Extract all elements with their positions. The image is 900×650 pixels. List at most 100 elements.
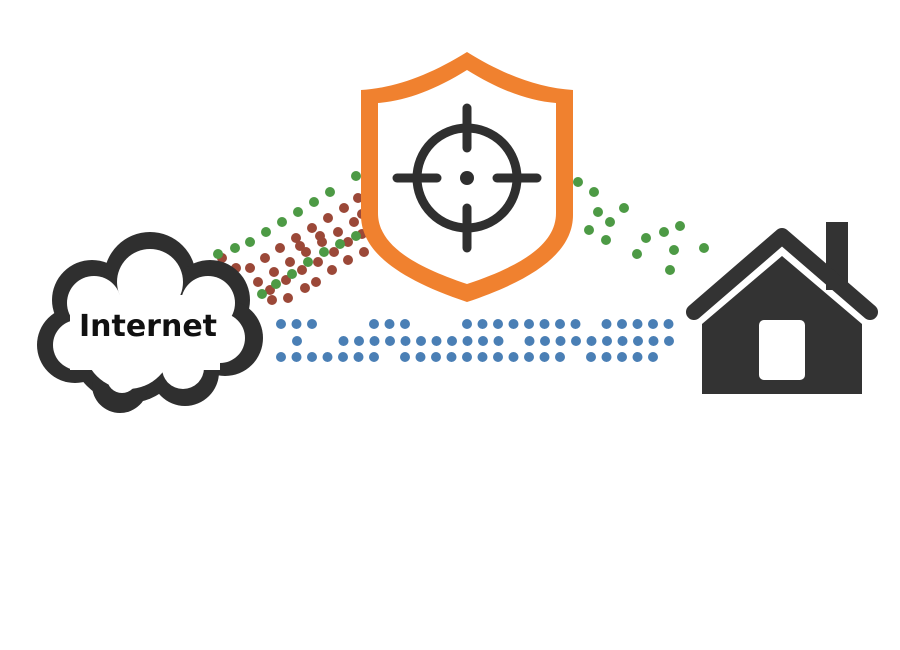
traffic-dot — [230, 243, 240, 253]
traffic-dot — [307, 319, 317, 329]
traffic-dot — [602, 336, 612, 346]
traffic-dot — [303, 257, 313, 267]
traffic-dot — [359, 247, 369, 257]
traffic-dot — [323, 213, 333, 223]
traffic-dot — [384, 319, 395, 329]
traffic-dot — [267, 295, 277, 305]
traffic-dot — [555, 319, 565, 329]
traffic-dot — [313, 257, 323, 267]
traffic-dot — [300, 283, 310, 293]
traffic-dot — [431, 336, 442, 346]
traffic-dot — [276, 352, 286, 362]
traffic-dot — [586, 352, 596, 362]
traffic-dot — [291, 319, 302, 329]
traffic-dot — [601, 235, 611, 245]
traffic-dot — [648, 319, 658, 329]
house-icon — [686, 222, 878, 394]
traffic-dot — [351, 171, 361, 181]
traffic-dot — [447, 336, 457, 346]
traffic-dot — [285, 257, 295, 267]
traffic-dot — [605, 217, 615, 227]
traffic-dot — [325, 187, 335, 197]
traffic-dot — [415, 352, 426, 362]
traffic-dot — [275, 243, 285, 253]
traffic-dot — [319, 247, 329, 257]
traffic-dot — [675, 221, 685, 231]
traffic-dot — [619, 203, 629, 213]
traffic-dot — [292, 336, 302, 346]
traffic-dot — [524, 352, 534, 362]
traffic-dot — [478, 336, 488, 346]
traffic-dot — [508, 319, 519, 329]
traffic-dot — [309, 197, 319, 207]
traffic-dot — [295, 241, 305, 251]
traffic-dot — [339, 203, 349, 213]
traffic-dot — [276, 319, 286, 329]
traffic-dot — [477, 352, 488, 362]
traffic-dot — [462, 336, 473, 346]
traffic-dot — [601, 319, 612, 329]
traffic-dot — [586, 336, 597, 346]
traffic-dot — [354, 336, 364, 346]
traffic-dot — [351, 231, 361, 241]
traffic-dot — [283, 293, 293, 303]
traffic-dot — [699, 243, 709, 253]
house-door — [759, 320, 805, 380]
traffic-dot — [539, 319, 550, 329]
traffic-dot — [540, 336, 550, 346]
traffic-dot — [343, 237, 353, 247]
cloud-icon: Internet — [37, 232, 263, 413]
traffic-dot — [400, 336, 411, 346]
traffic-dot — [617, 352, 627, 362]
shield-crosshair-icon — [361, 52, 573, 302]
traffic-dot — [663, 319, 674, 329]
threat-traffic-stream — [216, 193, 369, 305]
traffic-dot — [584, 225, 594, 235]
traffic-dot — [665, 265, 675, 275]
traffic-dot — [664, 336, 674, 346]
traffic-dot — [617, 319, 627, 329]
traffic-dot — [385, 336, 395, 346]
traffic-dot — [593, 207, 603, 217]
traffic-dot — [349, 217, 359, 227]
traffic-dot — [261, 227, 271, 237]
traffic-dot — [307, 352, 317, 362]
traffic-dot — [416, 336, 426, 346]
traffic-dot — [477, 319, 488, 329]
traffic-dot — [508, 352, 519, 362]
traffic-dot — [462, 319, 472, 329]
traffic-dot — [353, 193, 363, 203]
traffic-dot — [493, 336, 504, 346]
traffic-dot — [338, 352, 348, 362]
traffic-dot — [400, 352, 410, 362]
traffic-dot — [641, 233, 651, 243]
traffic-dot — [297, 265, 307, 275]
traffic-dot — [329, 247, 339, 257]
traffic-dot — [493, 319, 503, 329]
traffic-dot — [648, 336, 659, 346]
direct-traffic-stream — [276, 319, 674, 362]
traffic-dot — [322, 352, 333, 362]
traffic-dot — [571, 336, 581, 346]
traffic-dot — [632, 249, 642, 259]
traffic-dot — [287, 269, 297, 279]
traffic-dot — [291, 233, 301, 243]
traffic-dot — [277, 217, 287, 227]
traffic-dot — [589, 187, 599, 197]
traffic-dot — [632, 352, 643, 362]
traffic-dot — [524, 319, 534, 329]
traffic-dot — [293, 207, 303, 217]
traffic-dot — [335, 239, 345, 249]
traffic-dot — [333, 227, 343, 237]
clean-traffic-stream — [213, 171, 709, 299]
traffic-dot — [431, 352, 441, 362]
traffic-dot — [617, 336, 628, 346]
traffic-dot — [648, 352, 658, 362]
traffic-dot — [338, 336, 349, 346]
traffic-dot — [353, 352, 364, 362]
traffic-dot — [271, 279, 281, 289]
traffic-dot — [307, 223, 317, 233]
traffic-dot — [257, 289, 267, 299]
traffic-dot — [245, 237, 255, 247]
